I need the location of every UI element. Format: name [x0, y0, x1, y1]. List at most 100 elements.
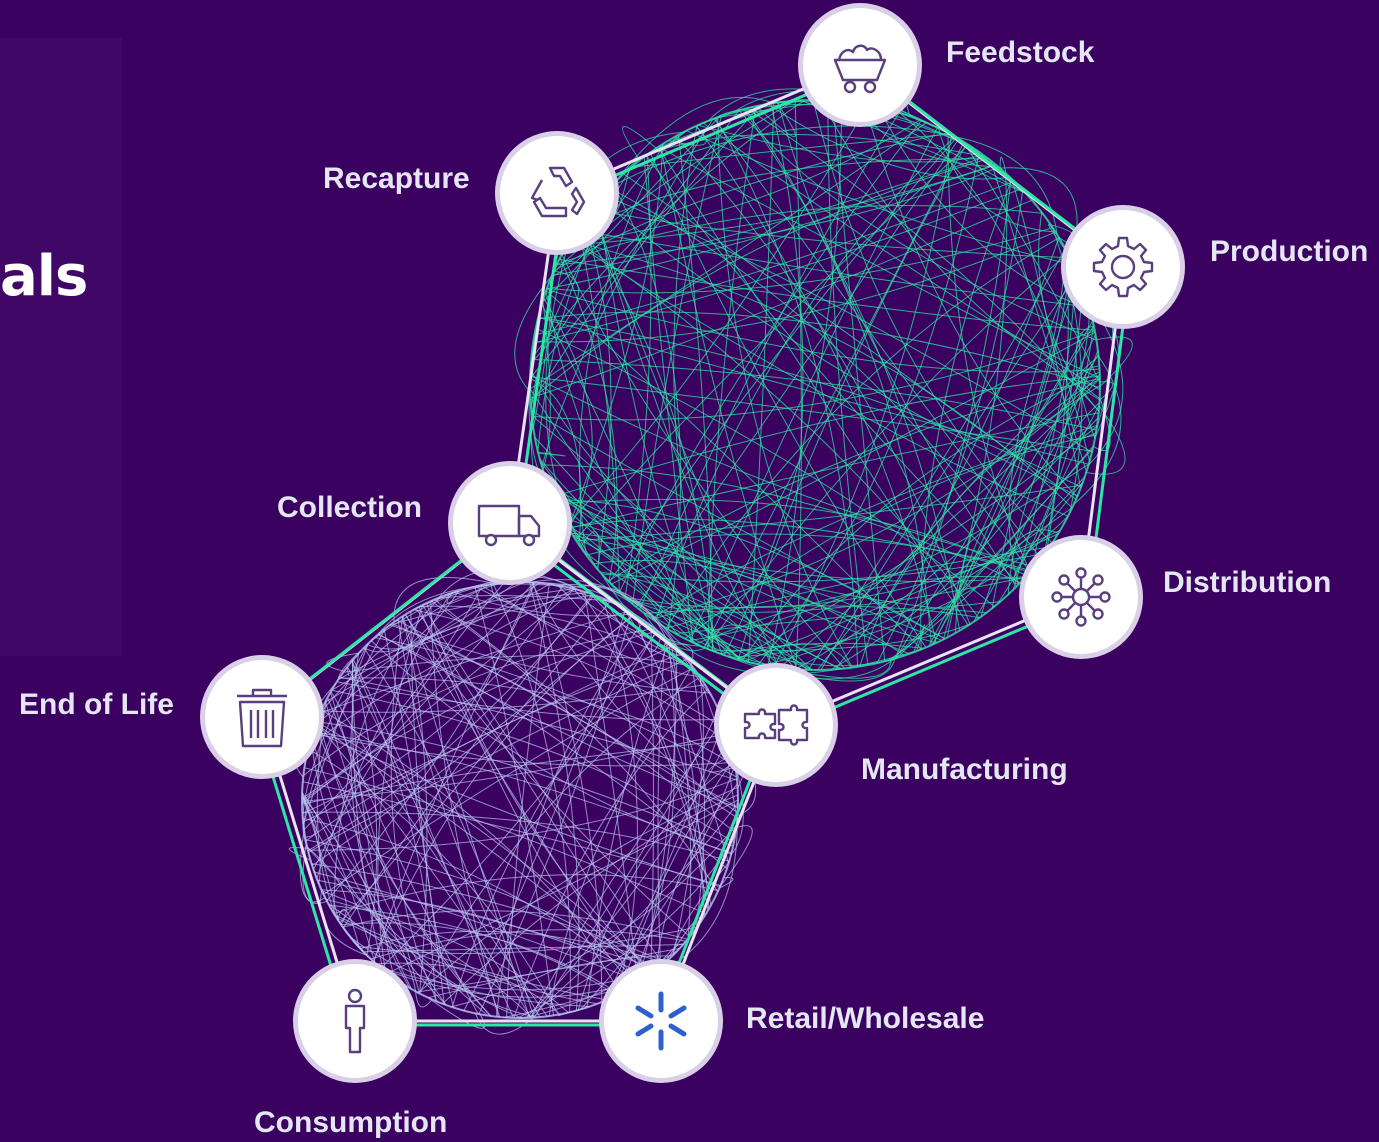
web-strand — [1038, 212, 1100, 412]
web-strand — [608, 137, 957, 583]
web-strand — [659, 145, 798, 670]
node-distribution[interactable] — [1024, 540, 1138, 654]
web-strand — [586, 640, 670, 1008]
node-manufacturing[interactable] — [719, 668, 833, 782]
node-production[interactable] — [1066, 210, 1180, 324]
node-end-of-life[interactable] — [205, 660, 319, 774]
web-strand — [719, 825, 753, 888]
web-strand — [305, 839, 652, 975]
web-strand — [341, 922, 620, 995]
web-strand — [691, 665, 706, 929]
node-recapture[interactable] — [500, 136, 614, 250]
web-strand — [859, 385, 1101, 667]
web-strand — [643, 156, 694, 643]
web-strand — [592, 559, 905, 657]
web-strand — [767, 103, 1011, 180]
web-strand — [347, 666, 514, 1019]
web-strand — [404, 614, 691, 938]
web-strand — [583, 550, 748, 663]
web-strand — [533, 708, 719, 1018]
web-strand — [877, 106, 1090, 310]
web-strand — [430, 600, 719, 893]
web-strand — [321, 709, 634, 987]
web-strand — [737, 143, 968, 660]
web-strand — [495, 620, 645, 1017]
web-strand — [561, 253, 845, 669]
web-strand — [380, 629, 658, 969]
web-strand — [321, 889, 650, 977]
web-strand — [913, 624, 926, 653]
web-strand — [377, 583, 564, 635]
web-strand — [730, 762, 744, 856]
mine-cart-icon — [833, 44, 887, 94]
web-strand — [319, 610, 630, 714]
web-strand — [530, 376, 1093, 452]
web-strand — [302, 817, 641, 982]
web-strand — [391, 623, 738, 819]
web-strand — [529, 369, 808, 671]
network-icon — [1051, 567, 1111, 627]
web-strand — [576, 229, 1090, 308]
web-strand — [615, 96, 774, 182]
web-strand — [645, 155, 1020, 585]
web-strand — [415, 991, 433, 1008]
web-strand — [326, 652, 359, 672]
web-strand — [474, 586, 554, 1016]
web-strand — [737, 425, 1098, 660]
web-strand — [622, 126, 657, 161]
web-strand — [747, 102, 775, 663]
web-strand — [302, 645, 675, 823]
puzzle-icon — [743, 704, 809, 746]
web-strand — [529, 110, 740, 379]
web-strand — [623, 173, 1077, 500]
web-strand — [567, 526, 769, 667]
web-strand — [980, 529, 1059, 617]
web-strand — [830, 350, 1099, 670]
web-strand — [665, 237, 1060, 629]
node-consumption[interactable] — [298, 964, 412, 1078]
web-strand — [481, 585, 727, 730]
web-strand — [713, 118, 1042, 560]
web-strand — [378, 633, 739, 809]
web-strand — [301, 732, 728, 802]
web-strand — [339, 601, 611, 924]
web-strand — [301, 588, 575, 801]
page-heading: als — [0, 244, 88, 309]
node-collection[interactable] — [453, 466, 567, 580]
web-strand — [413, 609, 731, 744]
web-strand — [599, 197, 1078, 497]
web-strand — [491, 583, 550, 602]
web-strand — [639, 112, 900, 610]
web-strand — [572, 534, 1027, 582]
web-strand — [393, 577, 495, 623]
web-strand — [351, 660, 378, 956]
web-strand — [673, 125, 723, 655]
web-strand — [330, 691, 548, 1017]
web-strand — [307, 778, 738, 851]
web-strand — [415, 608, 649, 977]
web-strand — [338, 594, 595, 681]
web-strand — [579, 590, 712, 906]
web-strand — [311, 863, 667, 963]
web-strand — [550, 491, 910, 655]
web-strand — [316, 593, 451, 879]
node-retail-wholesale[interactable] — [604, 964, 718, 1078]
node-feedstock[interactable] — [803, 8, 917, 122]
truck-icon — [477, 504, 541, 547]
web-strand — [568, 412, 1099, 529]
web-strand — [442, 794, 739, 1005]
web-strand — [532, 188, 1022, 344]
web-strand — [756, 102, 796, 138]
web-strand — [821, 99, 1100, 401]
label-end-of-life: End of Life — [19, 688, 174, 721]
web-strand — [703, 141, 965, 648]
web-strand — [541, 303, 693, 643]
web-strand — [543, 297, 593, 529]
web-strand — [686, 130, 1074, 266]
web-strand — [571, 532, 942, 641]
web-strand — [632, 115, 722, 605]
web-strand — [1096, 336, 1133, 387]
web-strand — [571, 236, 980, 619]
web-strand — [301, 739, 730, 805]
web-strand — [546, 289, 1100, 373]
